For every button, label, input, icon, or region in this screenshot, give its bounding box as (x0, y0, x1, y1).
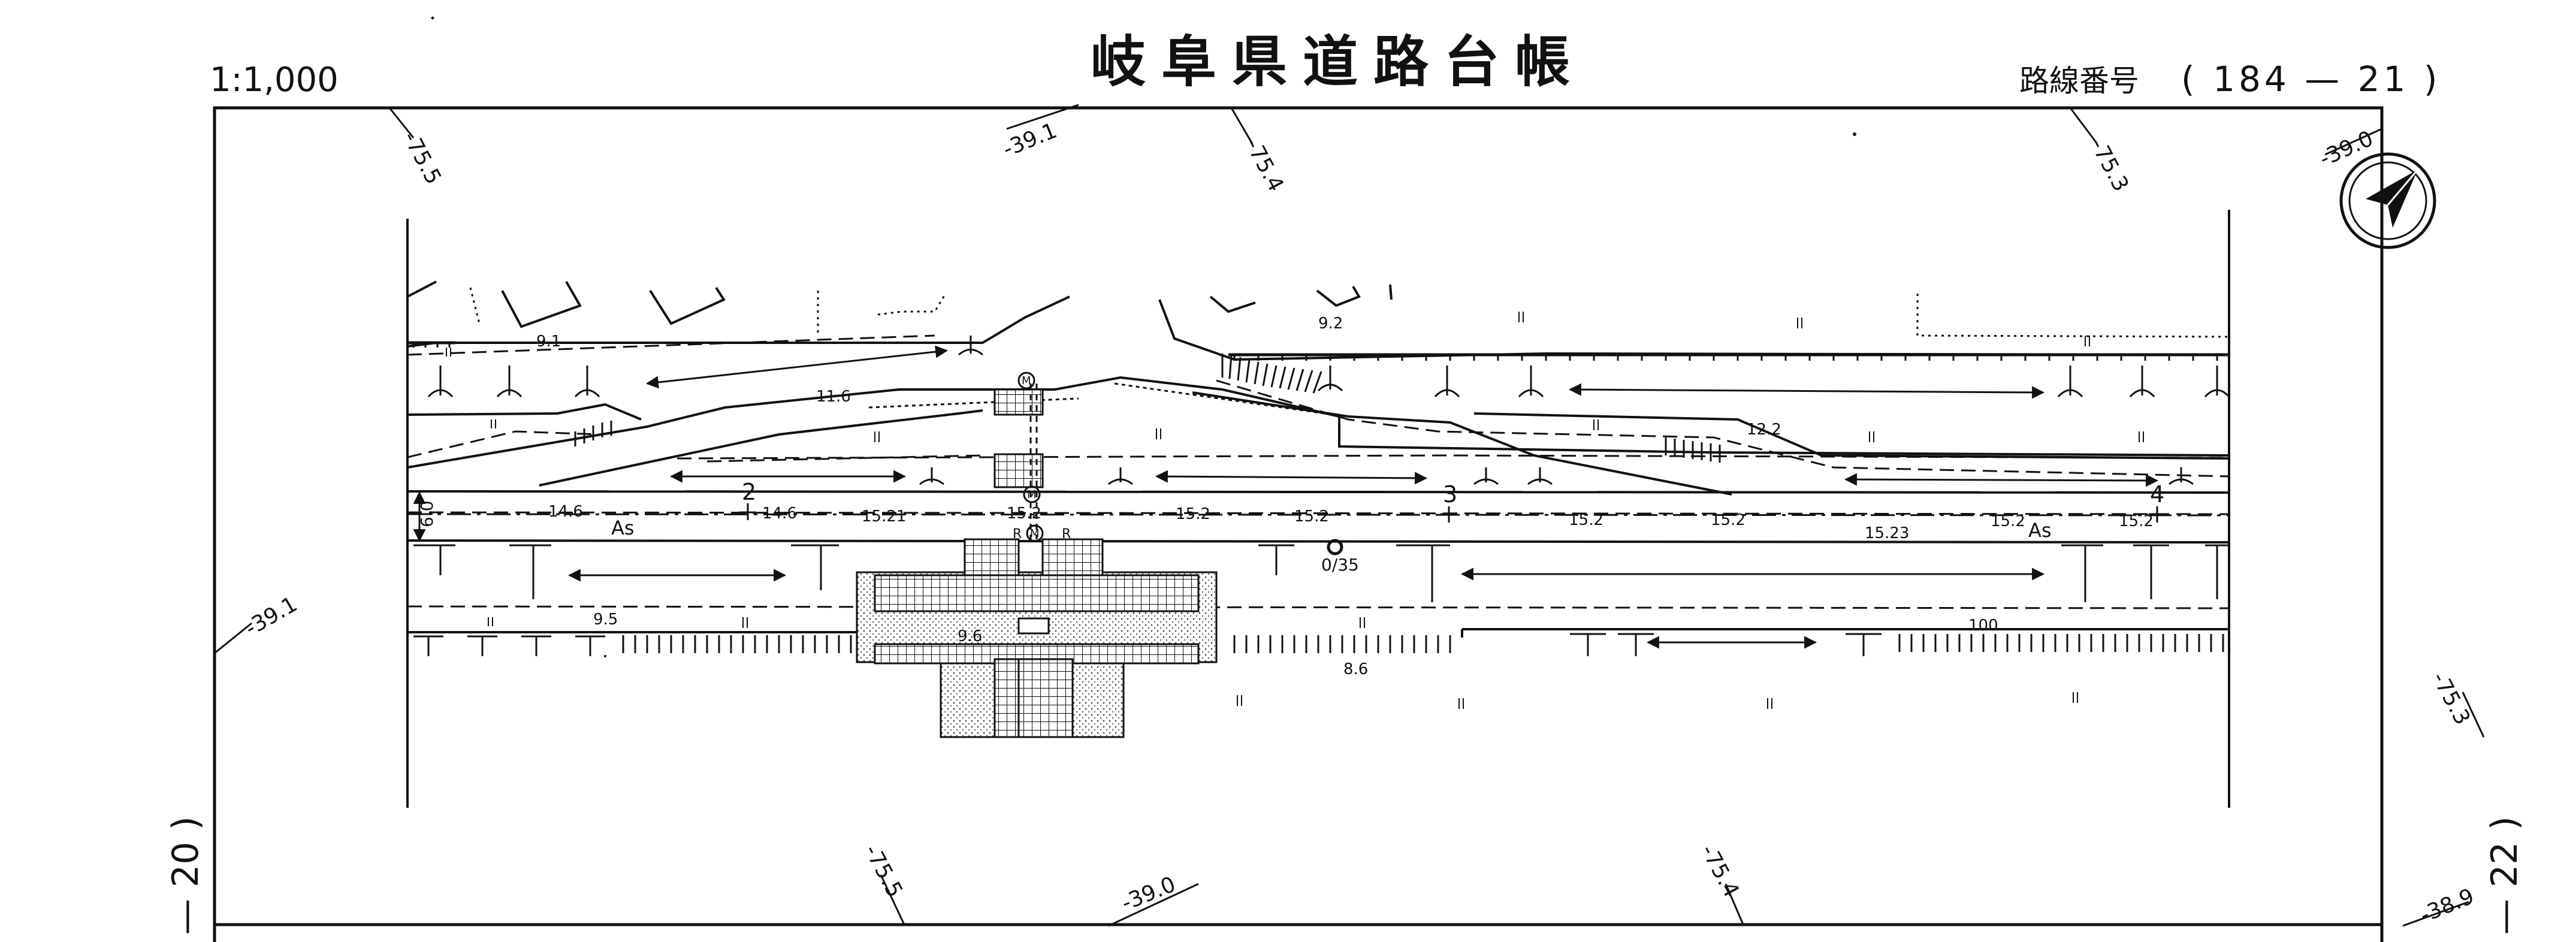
coord-label: -75.3 (2427, 668, 2475, 729)
post-symbols (413, 544, 2229, 656)
station-number: 4 (2150, 481, 2164, 508)
coord-label: -38.9 (2417, 884, 2478, 928)
elevation-label: 14.6 (548, 503, 583, 521)
map-frame (213, 106, 2384, 942)
lane-dashed-lines (407, 334, 2230, 609)
surface-label: As (611, 517, 635, 539)
elevation-label: 15.2 (1007, 505, 1041, 523)
curb-hatching (574, 354, 1721, 463)
coord-label: -75.4 (1696, 841, 1744, 902)
elevation-label: 15.2 (1569, 511, 1603, 529)
elevation-label: 11.6 (816, 388, 851, 406)
elevation-label: 9.2 (1318, 315, 1343, 333)
elevation-label: 15.2 (2119, 512, 2154, 530)
elevation-label: 9.1 (536, 333, 561, 351)
distance-marker: 0/35 (1321, 555, 1359, 575)
facility-mark: M (1022, 375, 1031, 387)
coord-label: -75.5 (398, 128, 446, 189)
elevation-label: 15.2 (1294, 508, 1329, 526)
roadside-hatch-bottom (622, 634, 2224, 653)
boundary-tick-rail (407, 341, 2229, 361)
coord-label: -39.1 (999, 118, 1061, 162)
route-label: 路線番号 (2019, 64, 2139, 98)
station-crosses (739, 503, 2166, 523)
width-label: 6.0 (417, 500, 437, 527)
speck-mark (431, 16, 434, 20)
centerline (407, 513, 2230, 517)
facility-mark-labels: M M M R R (1013, 375, 1071, 542)
coord-label: -75.5 (859, 841, 907, 902)
elevation-label: 9.5 (593, 611, 618, 629)
sheet-title: 岐阜県道路台帳 (1091, 30, 1586, 94)
elevation-label: 12.2 (1747, 421, 1781, 439)
coord-label: -75.3 (2085, 135, 2133, 196)
surface-label: As (2028, 519, 2052, 542)
station-number: 3 (1443, 481, 1457, 508)
elevation-label: 8.6 (1343, 660, 1368, 678)
scale-label: 1:1,000 (210, 61, 339, 99)
facility-mark: R (1013, 527, 1022, 542)
survey-dots (604, 132, 1856, 657)
property-dotted-lines (469, 287, 2230, 338)
elevation-label: 15.21 (862, 508, 906, 526)
north-arrow-icon (2339, 152, 2436, 249)
facility-mark: M (1030, 527, 1040, 540)
coord-label: -39.0 (2316, 126, 2377, 171)
station-number: 2 (742, 479, 756, 505)
coord-label: -75.4 (1240, 135, 1288, 196)
building-outlines (407, 280, 1393, 328)
facility-mark: R (1062, 527, 1071, 542)
elevation-label: 14.6 (762, 505, 797, 523)
tree-symbols (427, 336, 2230, 485)
grass-marks (446, 312, 2144, 709)
facility-mark: M (1027, 488, 1037, 501)
left-sheet-ref: — 20 ) (165, 816, 207, 935)
coordinate-ticks (214, 104, 2485, 927)
facility-marks (1017, 372, 1343, 555)
route-number: ( 184 — 21 ) (2181, 59, 2441, 99)
crosswalk-plaza (856, 384, 1218, 738)
elevation-label: 15.2 (1991, 512, 2025, 530)
elevation-label: 15.2 (1711, 511, 1745, 529)
right-sheet-ref: — 22 ) (2484, 816, 2526, 935)
coord-label: -39.1 (241, 592, 301, 641)
coord-label: -39.0 (1118, 872, 1179, 916)
elevation-label: 100 (1968, 617, 1998, 635)
traffic-arrows (567, 345, 2159, 649)
elevation-label: 15.23 (1865, 524, 1909, 542)
elevation-label: 15.2 (1176, 505, 1210, 523)
elevation-label: 9.6 (958, 627, 982, 645)
